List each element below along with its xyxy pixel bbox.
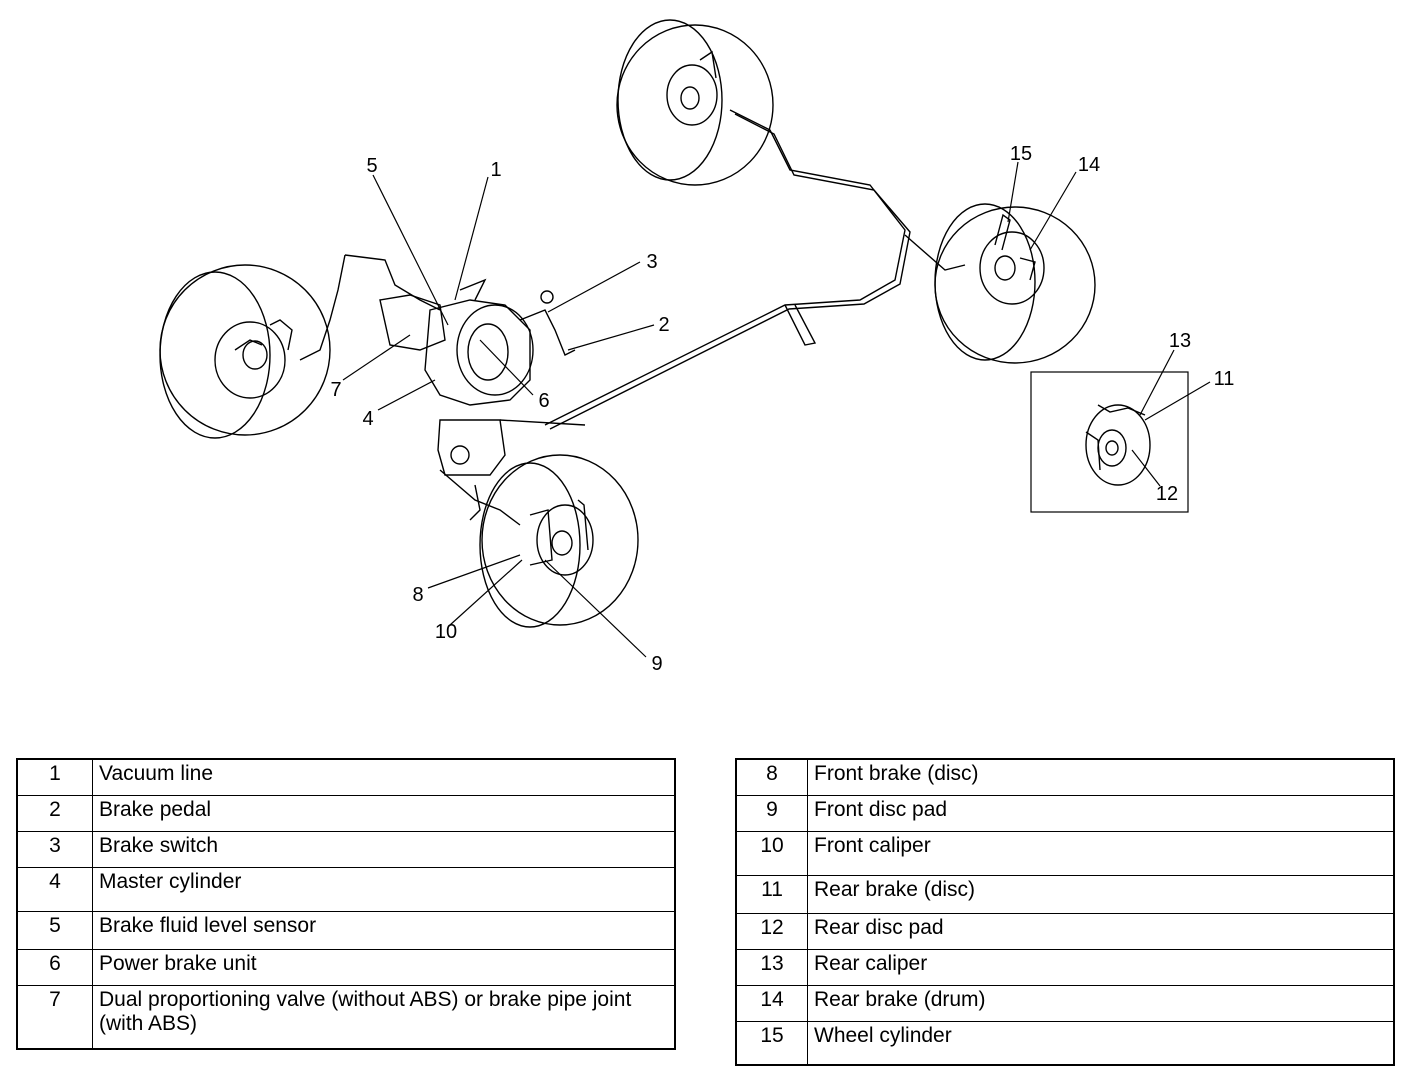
legend-row: 10 Front caliper — [735, 830, 1395, 876]
legend-label: Vacuum line — [92, 758, 676, 796]
legend-number: 11 — [735, 874, 808, 914]
legend-label: Front disc pad — [807, 794, 1395, 832]
legend-number: 1 — [16, 758, 93, 796]
legend-row: 4 Master cylinder — [16, 866, 676, 912]
legend-row: 3 Brake switch — [16, 830, 676, 868]
legend-label: Brake switch — [92, 830, 676, 868]
rear-disc-inset — [1030, 371, 1189, 513]
leader-lines — [342, 161, 1211, 658]
callout-12: 12 — [1156, 483, 1178, 505]
callout-15: 15 — [1010, 143, 1032, 165]
legend-number: 4 — [16, 866, 93, 912]
rear-wheel-drum — [934, 203, 1096, 364]
legend-row: 13 Rear caliper — [735, 948, 1395, 986]
legend-number: 12 — [735, 912, 808, 950]
legend-label: Dual proportioning valve (without ABS) o… — [92, 984, 676, 1050]
callout-9: 9 — [651, 653, 662, 675]
callout-11: 11 — [1214, 368, 1235, 390]
legend-label: Master cylinder — [92, 866, 676, 912]
legend-table-right: 8 Front brake (disc) 9 Front disc pad 10… — [735, 758, 1395, 1066]
legend-label: Front brake (disc) — [807, 758, 1395, 796]
front-wheel-left — [159, 264, 331, 439]
legend-label: Wheel cylinder — [807, 1020, 1395, 1066]
legend-number: 8 — [735, 758, 808, 796]
legend-number: 13 — [735, 948, 808, 986]
callout-7: 7 — [330, 379, 341, 401]
callout-2: 2 — [658, 314, 669, 336]
legend-label: Rear caliper — [807, 948, 1395, 986]
callout-8: 8 — [412, 584, 423, 606]
legend-label: Brake pedal — [92, 794, 676, 832]
power-brake-assembly — [379, 278, 576, 476]
legend-row: 5 Brake fluid level sensor — [16, 910, 676, 950]
legend-label: Rear brake (drum) — [807, 984, 1395, 1022]
legend-row: 1 Vacuum line — [16, 758, 676, 796]
callout-1: 1 — [490, 159, 501, 181]
legend-row: 2 Brake pedal — [16, 794, 676, 832]
callout-13: 13 — [1169, 330, 1191, 352]
callout-6: 6 — [538, 390, 549, 412]
legend-table-left: 1 Vacuum line 2 Brake pedal 3 Brake swit… — [16, 758, 676, 1050]
front-wheel-right — [479, 454, 639, 628]
legend-number: 15 — [735, 1020, 808, 1066]
legend-number: 3 — [16, 830, 93, 868]
callout-4: 4 — [362, 408, 373, 430]
legend-number: 5 — [16, 910, 93, 950]
callouts: 1 2 3 4 5 6 7 8 9 10 11 12 13 14 15 — [330, 143, 1234, 675]
brake-lines — [299, 109, 966, 526]
legend-row: 7 Dual proportioning valve (without ABS)… — [16, 984, 676, 1050]
rear-wheel-top — [616, 19, 774, 186]
legend-number: 2 — [16, 794, 93, 832]
legend-number: 10 — [735, 830, 808, 876]
callout-3: 3 — [646, 251, 657, 273]
legend-label: Front caliper — [807, 830, 1395, 876]
legend-number: 6 — [16, 948, 93, 986]
legend-row: 12 Rear disc pad — [735, 912, 1395, 950]
legend-row: 9 Front disc pad — [735, 794, 1395, 832]
legend-label: Rear brake (disc) — [807, 874, 1395, 914]
legend-row: 11 Rear brake (disc) — [735, 874, 1395, 914]
legend-number: 7 — [16, 984, 93, 1050]
legend-label: Power brake unit — [92, 948, 676, 986]
legend-number: 9 — [735, 794, 808, 832]
legend-label: Brake fluid level sensor — [92, 910, 676, 950]
legend-number: 14 — [735, 984, 808, 1022]
legend-row: 15 Wheel cylinder — [735, 1020, 1395, 1066]
callout-14: 14 — [1078, 154, 1100, 176]
legend-row: 8 Front brake (disc) — [735, 758, 1395, 796]
brake-system-diagram: 1 2 3 4 5 6 7 8 9 10 11 12 13 14 15 — [159, 19, 1234, 675]
legend-left-body: 1 Vacuum line 2 Brake pedal 3 Brake swit… — [16, 758, 676, 1050]
legend-label: Rear disc pad — [807, 912, 1395, 950]
legend-row: 14 Rear brake (drum) — [735, 984, 1395, 1022]
callout-10: 10 — [435, 621, 457, 643]
legend-row: 6 Power brake unit — [16, 948, 676, 986]
callout-5: 5 — [366, 155, 377, 177]
legend-right-body: 8 Front brake (disc) 9 Front disc pad 10… — [735, 758, 1395, 1066]
